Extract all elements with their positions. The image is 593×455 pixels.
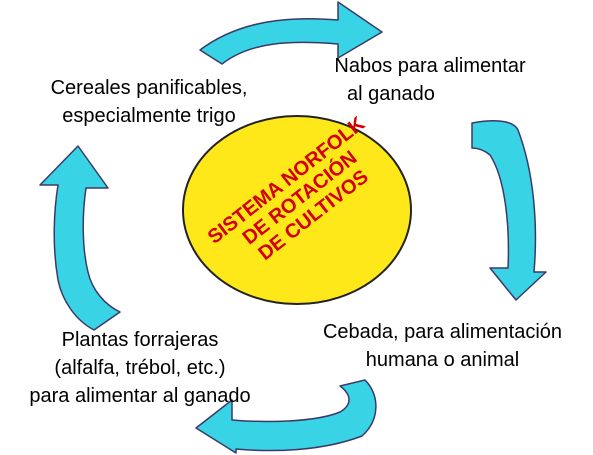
- arrow-cereales-to-nabos: [199, 1, 383, 65]
- stage-text-line: Nabos para alimentar: [334, 55, 526, 77]
- stage-text-line: especialmente trigo: [62, 105, 236, 127]
- stage-text-line: Cebada, para alimentación: [322, 321, 563, 343]
- stage-nabos: Nabos para alimentar al ganado: [310, 52, 550, 108]
- arrow-plantas-to-cereales: [39, 145, 121, 331]
- stage-text-line: Cereales panificables,: [50, 77, 248, 99]
- center-ellipse: [182, 115, 412, 305]
- stage-text-line: humana o animal: [365, 349, 520, 371]
- arrow-cebada-to-plantas: [195, 379, 377, 454]
- stage-text-line: Plantas forrajeras: [61, 329, 219, 351]
- stage-text-line: para alimentar al ganado: [29, 385, 251, 407]
- stage-cereales: Cereales panificables, especialmente tri…: [24, 74, 274, 130]
- stage-cebada: Cebada, para alimentación humana o anima…: [300, 318, 585, 374]
- arrow-nabos-to-cebada: [471, 120, 547, 301]
- stage-text-line: (alfalfa, trébol, etc.): [54, 357, 226, 379]
- stage-plantas: Plantas forrajeras (alfalfa, trébol, etc…: [5, 326, 275, 410]
- stage-text-line: al ganado: [347, 83, 435, 105]
